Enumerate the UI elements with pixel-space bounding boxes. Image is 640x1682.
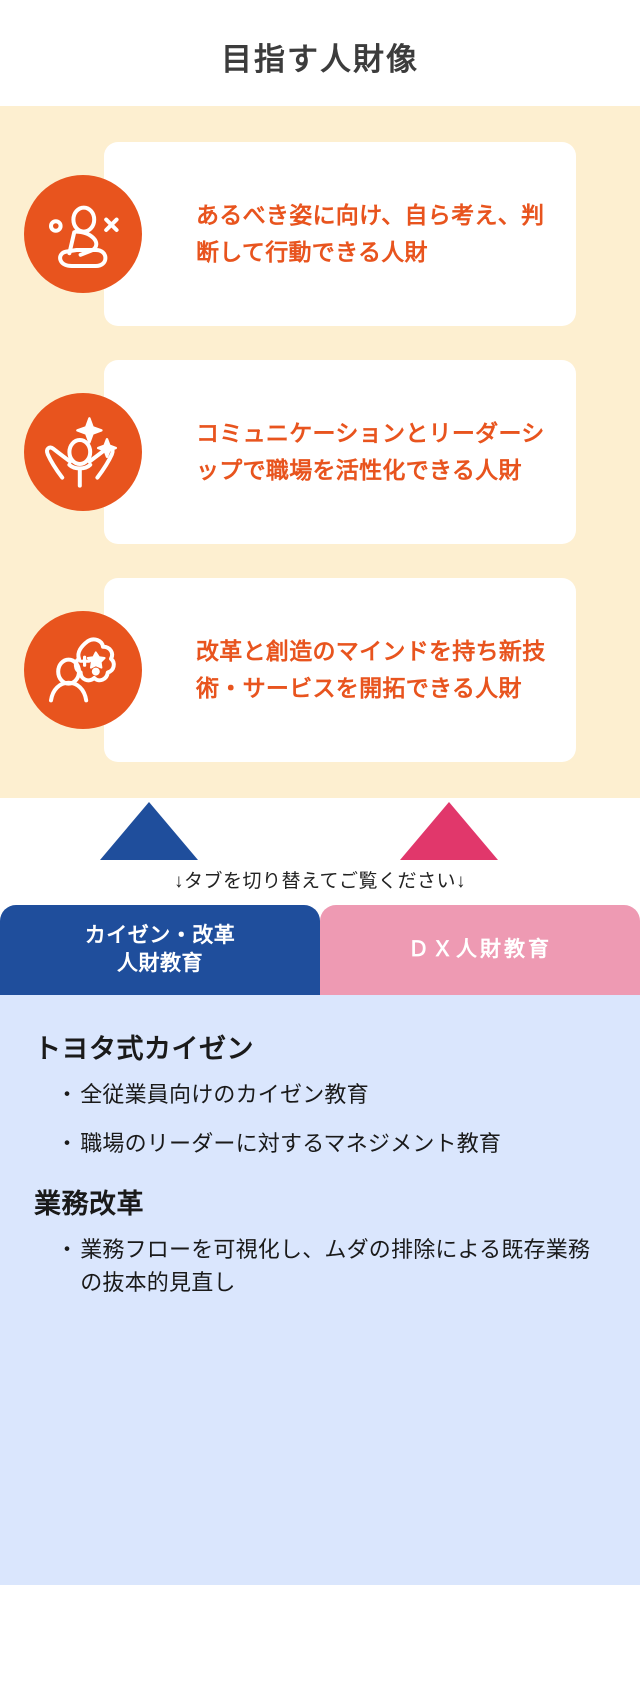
tab-content-panel: トヨタ式カイゼン ・ 全従業員向けのカイゼン教育 ・ 職場のリーダーに対するマネ…: [0, 995, 640, 1585]
bullet-marker: ・: [56, 1082, 79, 1107]
tab-label: ＤＸ人財教育: [408, 938, 552, 962]
tab-bar: カイゼン・改革人財教育 ＤＸ人財教育: [0, 905, 640, 995]
talent-card: コミュニケーションとリーダーシップで職場を活性化できる人財: [24, 360, 576, 544]
list-item-text: 業務フローを可視化し、ムダの排除による既存業務の抜本的見直し: [80, 1237, 591, 1295]
talent-card-text: コミュニケーションとリーダーシップで職場を活性化できる人財: [196, 419, 545, 483]
tab-label: カイゼン・改革人財教育: [84, 924, 236, 975]
list-item: ・ 職場のリーダーに対するマネジメント教育: [56, 1127, 606, 1160]
list-item: ・ 全従業員向けのカイゼン教育: [56, 1078, 606, 1111]
section-heading: 業務改革: [34, 1189, 144, 1219]
list-item-text: 全従業員向けのカイゼン教育: [80, 1082, 369, 1107]
triangle-up-blue-icon: [100, 802, 198, 860]
tab-dx-jinzai[interactable]: ＤＸ人財教育: [320, 905, 640, 995]
person-cheering-sparkle-icon: [24, 393, 142, 511]
bullet-marker: ・: [56, 1131, 79, 1156]
bullet-marker: ・: [56, 1237, 79, 1262]
section-heading: トヨタ式カイゼン: [34, 1034, 254, 1064]
list-item: ・ 業務フローを可視化し、ムダの排除による既存業務の抜本的見直し: [56, 1233, 606, 1299]
talent-card: 改革と創造のマインドを持ち新技術・サービスを開拓できる人財: [24, 578, 576, 762]
talent-card-text: 改革と創造のマインドを持ち新技術・サービスを開拓できる人財: [196, 637, 546, 701]
talent-card: あるべき姿に向け、自ら考え、判断して行動できる人財: [24, 142, 576, 326]
target-talent-cards-panel: あるべき姿に向け、自ら考え、判断して行動できる人財 コミュニケーションとリーダー…: [0, 106, 640, 798]
arrow-indicators: [0, 798, 640, 860]
person-idea-brain-icon: [24, 611, 142, 729]
triangle-up-pink-icon: [400, 802, 498, 860]
tab-kaizen-kaikaku[interactable]: カイゼン・改革人財教育: [0, 905, 320, 995]
person-thinking-icon: [24, 175, 142, 293]
talent-card-text: あるべき姿に向け、自ら考え、判断して行動できる人財: [196, 201, 545, 265]
list-item-text: 職場のリーダーに対するマネジメント教育: [80, 1131, 502, 1156]
page-title: 目指す人財像: [221, 42, 419, 77]
tab-hint-text: ↓タブを切り替えてご覧ください↓: [173, 871, 467, 892]
